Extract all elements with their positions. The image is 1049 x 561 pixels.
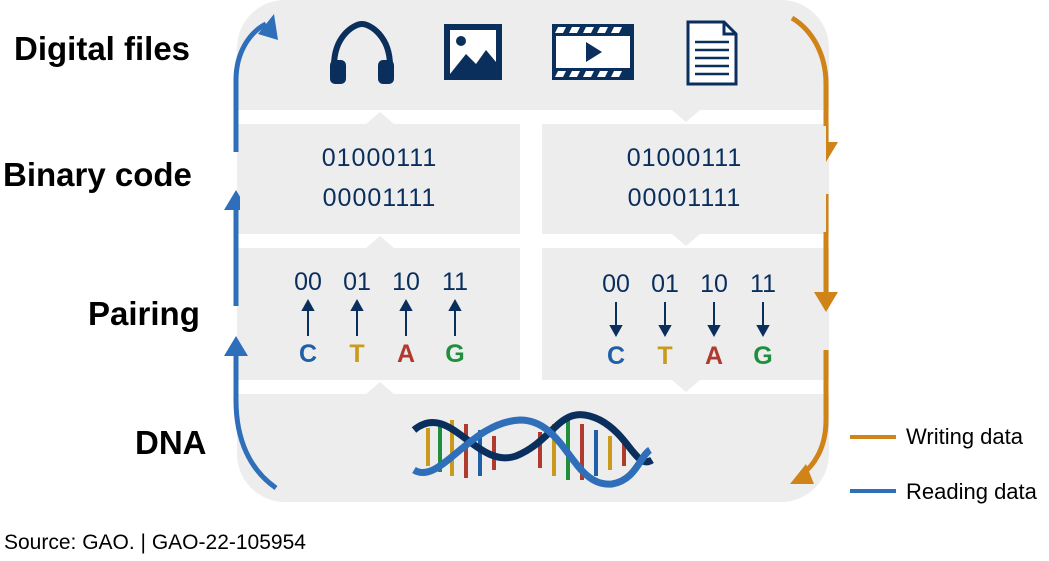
binary-line: 00001111 (322, 184, 437, 212)
bit-pair: 10 (700, 270, 728, 298)
source-note: Source: GAO. | GAO-22-105954 (4, 531, 306, 554)
pairing-label: Pairing (88, 295, 200, 332)
bit-pair: 00 (602, 270, 630, 298)
base-letter: T (349, 340, 365, 368)
bit-pair: 11 (442, 268, 468, 296)
base-letter: A (704, 342, 724, 370)
binary-line: 01000111 (321, 144, 438, 172)
dna-label: DNA (135, 424, 207, 461)
bit-pair: 01 (343, 268, 371, 296)
bit-pair: 10 (392, 268, 420, 296)
bit-pair: 00 (294, 268, 322, 296)
binary-panel-right: 01000111 00001111 (543, 126, 826, 232)
dna-helix-icon (411, 411, 654, 488)
base-letter: C (298, 340, 318, 368)
binary-line: 00001111 (627, 184, 742, 212)
base-letter: T (657, 342, 673, 370)
column-divider (520, 110, 542, 394)
base-letter: A (396, 340, 416, 368)
legend-reading-label: Reading data (906, 479, 1037, 504)
base-letter: G (753, 342, 773, 370)
legend-writing-label: Writing data (906, 424, 1023, 449)
video-icon (552, 24, 634, 80)
binary-panel-left: 01000111 00001111 (240, 126, 519, 232)
base-letter: C (606, 342, 626, 370)
pairing-down-arrows (609, 302, 770, 338)
pairing-up-arrows (301, 298, 462, 336)
binary-code-label: Binary code (3, 156, 192, 193)
reading-flow-arrows (233, 21, 278, 491)
headphones-icon (330, 20, 394, 84)
binary-line: 01000111 (626, 144, 743, 172)
base-letter: G (445, 340, 465, 368)
bit-pair: 11 (750, 270, 776, 298)
image-icon (444, 24, 502, 80)
digital-files-label: Digital files (14, 30, 191, 67)
bit-pair: 01 (651, 270, 679, 298)
document-icon (686, 20, 738, 86)
